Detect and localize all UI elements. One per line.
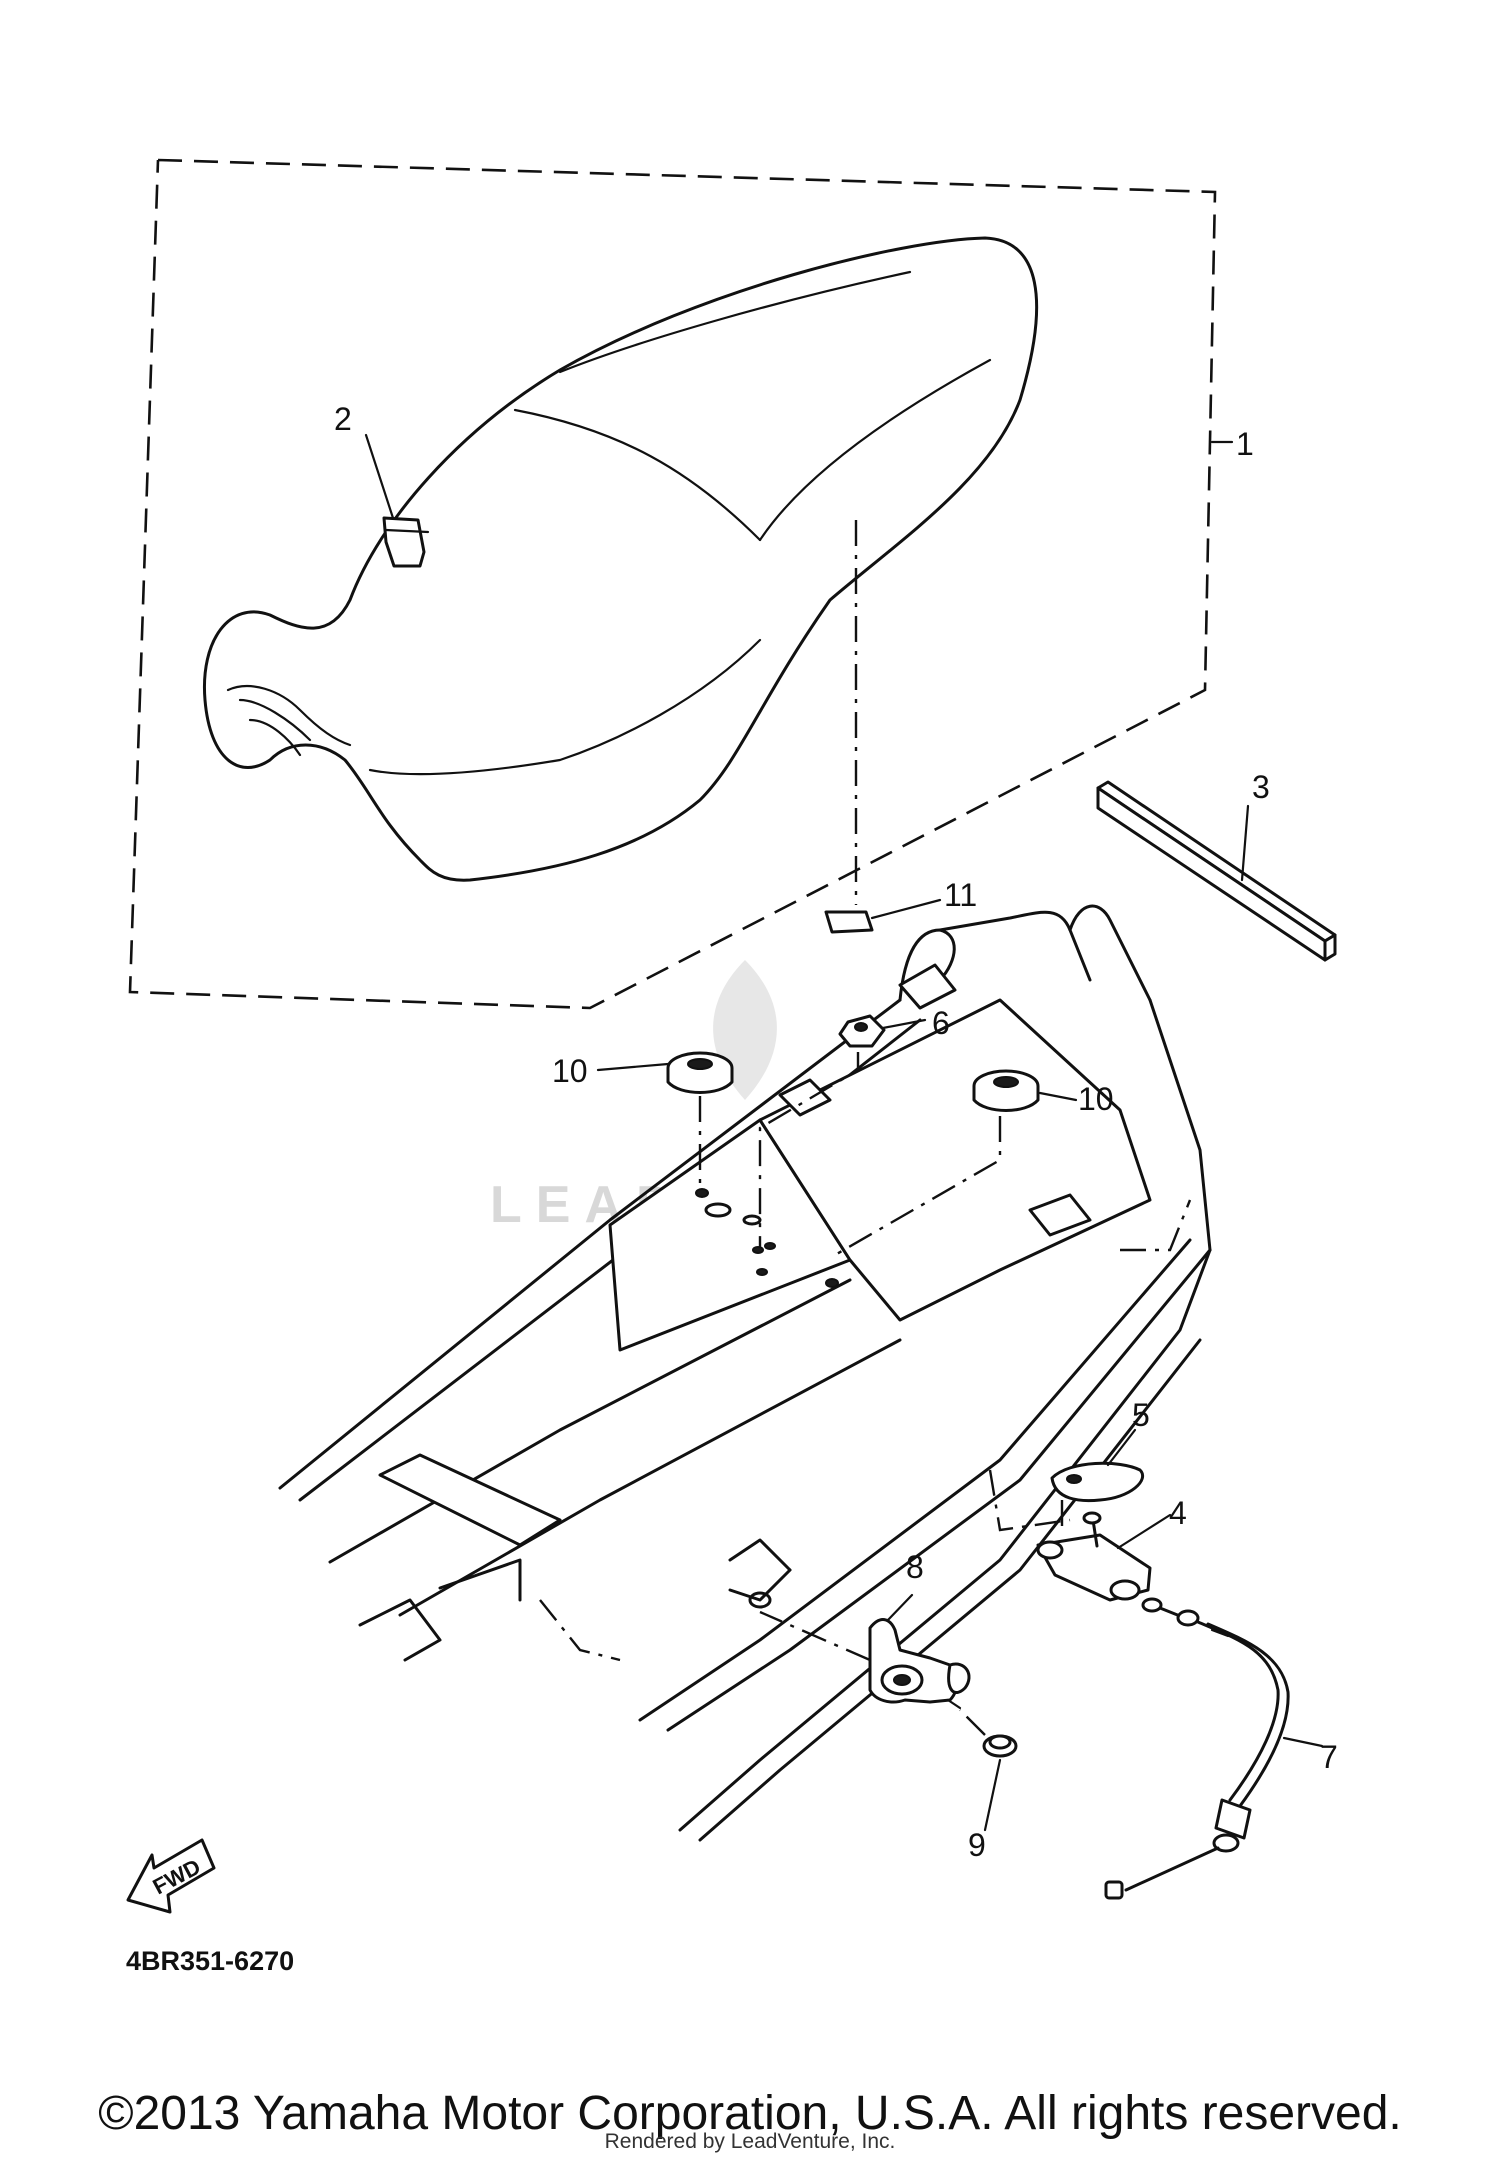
part-7-cable xyxy=(1104,1597,1324,1900)
callout-2: 2 xyxy=(334,401,352,437)
part-2-bracket xyxy=(364,433,430,568)
part-4-latch xyxy=(1036,1511,1172,1602)
part-11-damper xyxy=(824,520,942,934)
rendered-by-notice: Rendered by LeadVenture, Inc. xyxy=(604,2130,896,2153)
callout-11: 11 xyxy=(944,877,977,913)
seat-assembly-boundary xyxy=(128,158,1217,1010)
callout-4: 4 xyxy=(1169,1495,1187,1531)
seat xyxy=(202,236,1038,882)
part-3-seal-strip xyxy=(1096,780,1337,962)
callout-3: 3 xyxy=(1252,769,1270,805)
part-9-screw xyxy=(959,1709,1018,1832)
callout-8: 8 xyxy=(906,1549,924,1585)
callout-6: 6 xyxy=(932,1005,950,1041)
part-10-grommet-right xyxy=(834,1069,1078,1257)
callout-7: 7 xyxy=(1320,1739,1338,1775)
part-8-seat-lock xyxy=(759,1593,971,1710)
callout-10-left: 10 xyxy=(552,1053,588,1089)
callout-10-right: 10 xyxy=(1078,1081,1114,1117)
diagram-code: 4BR351-6270 xyxy=(126,1946,294,1976)
callout-1: 1 xyxy=(1236,426,1254,462)
callout-5: 5 xyxy=(1132,1397,1150,1433)
copyright-notice: ©2013 Yamaha Motor Corporation, U.S.A. A… xyxy=(98,2087,1402,2140)
callout-9: 9 xyxy=(968,1827,986,1863)
part-10-grommet-left xyxy=(596,1051,734,1190)
part-6-nut xyxy=(758,1014,927,1248)
fwd-arrow-icon: FWD xyxy=(126,1838,216,1914)
part-5-plate xyxy=(1050,1428,1144,1530)
